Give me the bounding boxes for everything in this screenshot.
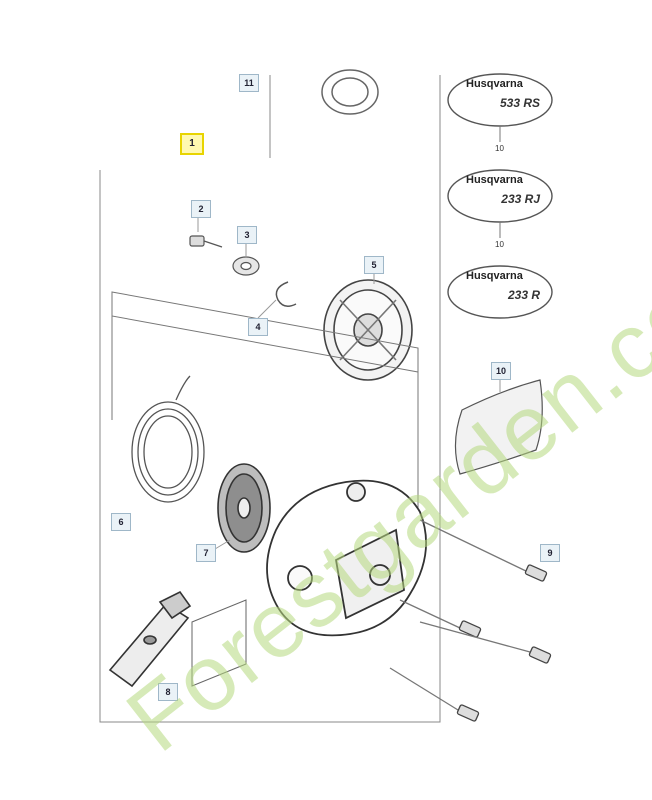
decal-brand: Husqvarna xyxy=(466,78,523,90)
decal-brand: Husqvarna xyxy=(466,270,523,282)
part-9-screws xyxy=(389,519,552,722)
part-8-handle xyxy=(108,590,192,688)
decal-model: 533 RS xyxy=(499,96,540,110)
callout-leaders xyxy=(197,218,501,553)
callout-3: 3 xyxy=(237,226,257,244)
decal-model: 233 RJ xyxy=(501,192,540,206)
callout-2: 2 xyxy=(191,200,211,218)
part-4-spring-clip xyxy=(275,281,297,307)
decal-model: 233 R xyxy=(507,288,540,302)
part-11-ring xyxy=(321,69,379,115)
decal-brand: Husqvarna xyxy=(466,174,523,186)
decal-233rj: Husqvarna 233 RJ xyxy=(452,170,548,222)
handle-panel xyxy=(191,599,247,687)
callout-1: 1 xyxy=(180,133,204,155)
part-5-pulley xyxy=(323,279,413,381)
callout-8: 8 xyxy=(158,683,178,701)
callout-9: 9 xyxy=(540,544,560,562)
callout-5: 5 xyxy=(364,256,384,274)
part-7-spring-cassette xyxy=(217,463,271,553)
callout-7: 7 xyxy=(196,544,216,562)
decal-233r: Husqvarna 233 R xyxy=(452,266,548,318)
callout-10: 10 xyxy=(491,362,511,380)
part-2-screw xyxy=(189,235,223,248)
starter-housing xyxy=(266,479,427,637)
label-10-a: 10 xyxy=(495,144,504,153)
callout-11: 11 xyxy=(239,74,259,92)
label-10-b: 10 xyxy=(495,240,504,249)
decal-533rs: Husqvarna 533 RS xyxy=(452,74,548,126)
callout-4: 4 xyxy=(248,318,268,336)
part-3-pawl xyxy=(232,256,260,276)
assembly-frame xyxy=(99,75,441,723)
part-6-rope-coil xyxy=(131,375,205,503)
callout-6: 6 xyxy=(111,513,131,531)
part-10-decal-pad xyxy=(454,379,543,475)
